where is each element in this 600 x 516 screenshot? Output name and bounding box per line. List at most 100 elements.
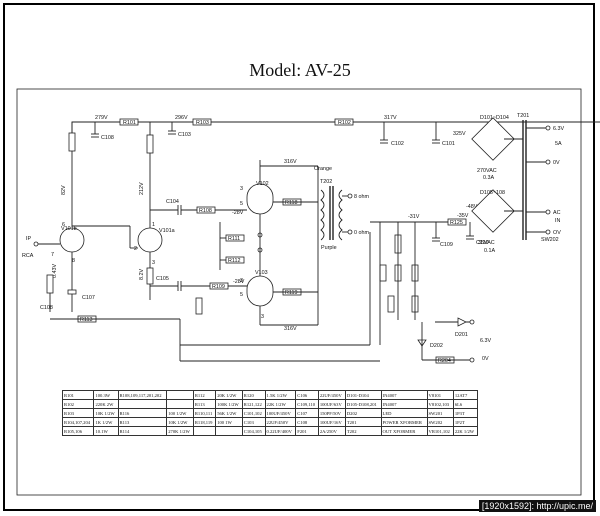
volt-043: 0.43V: [52, 264, 58, 278]
parts-list-cell: C108: [295, 417, 319, 427]
ac-in-terminal: [545, 209, 551, 215]
parts-list-cell: 22UF/450V: [317, 390, 346, 400]
image-watermark: [1920x1592]: http://upic.me/: [478, 500, 596, 512]
parts-list-cell: T201: [344, 417, 382, 427]
pin-7: 7: [51, 252, 54, 258]
heater-63v-terminal: [545, 125, 551, 131]
label-c103: C103: [178, 132, 191, 138]
parts-list-cell: 20K 1/2W: [215, 390, 243, 400]
parts-list-cell: [166, 399, 194, 409]
volt-317: 317V: [384, 115, 397, 121]
resistor-r110: [195, 297, 203, 315]
parts-list-cell: 22K 1/2W: [452, 426, 479, 436]
label-r113: R113: [80, 317, 93, 323]
volt-316b: 316V: [284, 326, 297, 332]
bias-28b: -28V: [233, 279, 245, 285]
parts-list-cell: IN4007: [380, 390, 428, 400]
label-c104: C104: [166, 199, 179, 205]
pin-8: 8: [72, 258, 75, 264]
parts-list-cell: D105-D108,201: [344, 399, 382, 409]
parts-list-cell: 1.5K 1/2W: [264, 390, 297, 400]
label-r119: R119: [285, 290, 298, 296]
label-c109: C109: [440, 242, 453, 248]
label-c108b: C108: [40, 305, 53, 311]
resistor-r108: [196, 206, 216, 214]
label-5a: 5A: [555, 141, 562, 147]
volt-325: 325V: [453, 131, 466, 137]
parts-list-cell: R113: [117, 417, 168, 427]
speaker-8-ohm-terminal: [347, 193, 353, 199]
bridge-d101-d104: [471, 117, 515, 161]
diode-d201: [457, 317, 467, 327]
page-title: Model: AV-25: [249, 60, 351, 80]
parts-list-cell: [117, 399, 168, 409]
parts-list-cell: 12AT7: [452, 390, 479, 400]
parts-list-cell: V8102,103: [426, 399, 454, 409]
label-r125: R125: [450, 220, 463, 226]
parts-list-cell: 56K 1/2W: [215, 408, 243, 418]
parts-list-cell: 100 1/2W: [166, 408, 194, 418]
label-0v: 0V: [553, 160, 560, 166]
parts-list-cell: 10K 1/2W: [93, 408, 119, 418]
parts-list-cell: D202: [344, 408, 382, 418]
resistor-r101: [119, 118, 139, 126]
label-led-0v: 0V: [482, 356, 489, 362]
bias-28a: -28V: [232, 210, 244, 216]
parts-list-cell: 0.22UF/400V: [264, 426, 297, 436]
pin-3c: 3: [261, 314, 264, 320]
pin-3: 3: [152, 260, 155, 266]
parts-list-cell: [166, 390, 194, 400]
parts-list-cell: C104,105: [241, 426, 266, 436]
label-0ohm: 0 ohm: [354, 230, 369, 236]
parts-list-cell: 1K 1/2W: [93, 417, 119, 427]
label-v102: V102: [256, 181, 269, 187]
pin-6: 6: [62, 222, 65, 228]
parts-list-cell: 100K 1/2W: [215, 399, 243, 409]
transformer-t202-secondary: [338, 189, 343, 241]
parts-list-cell: C103: [241, 417, 266, 427]
parts-list-cell: 220K 2W: [93, 399, 119, 409]
label-t202: T202: [320, 179, 332, 185]
label-c107: C107: [82, 295, 95, 301]
parts-list-cell: IN4007: [380, 399, 428, 409]
parts-list-cell: LED: [380, 408, 428, 418]
heater-0v-terminal: [545, 159, 551, 165]
parts-list-cell: 100 1W: [215, 417, 243, 427]
label-270vac: 270VAC: [477, 168, 497, 174]
volt-316a: 316V: [284, 159, 297, 165]
schematic-border: [16, 88, 582, 496]
parts-list-cell: T202: [344, 426, 382, 436]
parts-list-cell: 150PF/50V: [317, 408, 346, 418]
bias-35: -35V: [457, 213, 469, 219]
tube-v102: [246, 183, 274, 215]
label-c105: C105: [156, 276, 169, 282]
wire-purple: Purple: [321, 245, 337, 251]
input-jack: [33, 241, 39, 247]
volt-296: 296V: [175, 115, 188, 121]
parts-list-cell: R114: [117, 426, 168, 436]
label-r111: R111: [228, 236, 240, 242]
label-35vac: 35VAC: [478, 240, 495, 246]
pin-2: 2: [134, 246, 137, 252]
parts-list-cell: R120: [241, 390, 266, 400]
parts-list-cell: R101: [61, 390, 95, 400]
bias-48: -48V: [466, 204, 478, 210]
parts-list-cell: R116: [117, 408, 168, 418]
resistor-r106: [46, 274, 54, 294]
label-v101b: V101b: [61, 226, 77, 232]
parts-list-cell: 1P3T: [452, 408, 479, 418]
resistor-r104: [68, 132, 76, 152]
speaker-0-ohm-terminal: [347, 229, 353, 235]
pin-5a: 5: [240, 201, 243, 207]
parts-list-cell: 10K 1/2W: [166, 417, 194, 427]
pin-5b: 5: [240, 292, 243, 298]
parts-list-cell: POWER XFORMER: [380, 417, 428, 427]
cap-c107-body: [67, 289, 77, 295]
label-c110: C110: [476, 240, 489, 246]
parts-list-cell: F201: [295, 426, 319, 436]
